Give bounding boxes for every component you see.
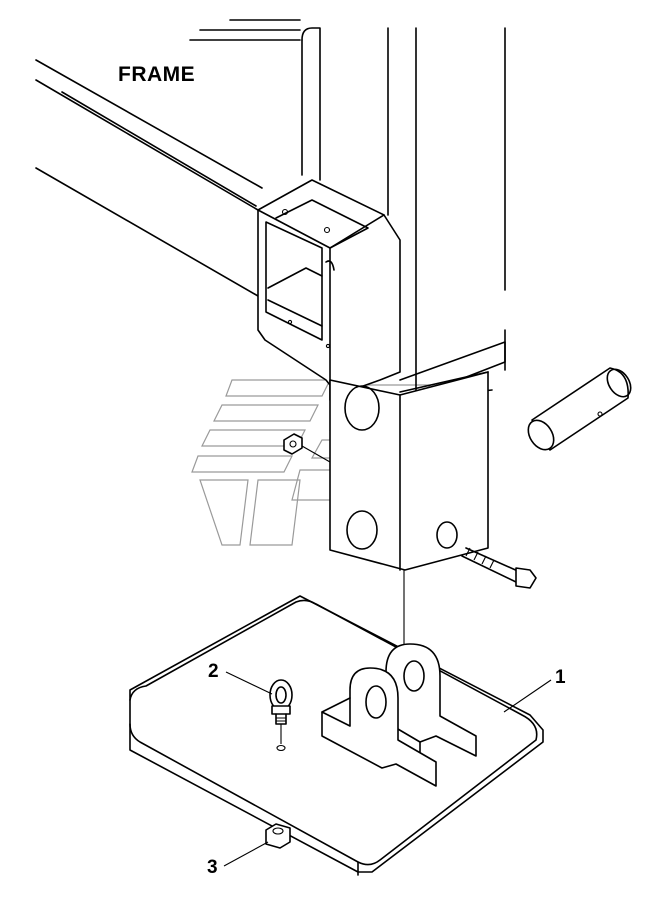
bolt (461, 547, 537, 589)
pivot-pin (527, 367, 632, 451)
callout-2: 2 (208, 661, 219, 682)
upper-nut (283, 433, 331, 463)
lower-nut (265, 823, 291, 849)
diagram-title: FRAME (118, 63, 196, 86)
callout-1: 1 (555, 667, 566, 688)
eye-bolt (269, 679, 293, 752)
lifting-lugs (321, 643, 477, 787)
mast-foot (329, 341, 506, 650)
frame-beams (35, 19, 301, 297)
frame-bracket (257, 179, 401, 401)
callout-3: 3 (207, 857, 218, 878)
callout-leaders (223, 671, 552, 867)
